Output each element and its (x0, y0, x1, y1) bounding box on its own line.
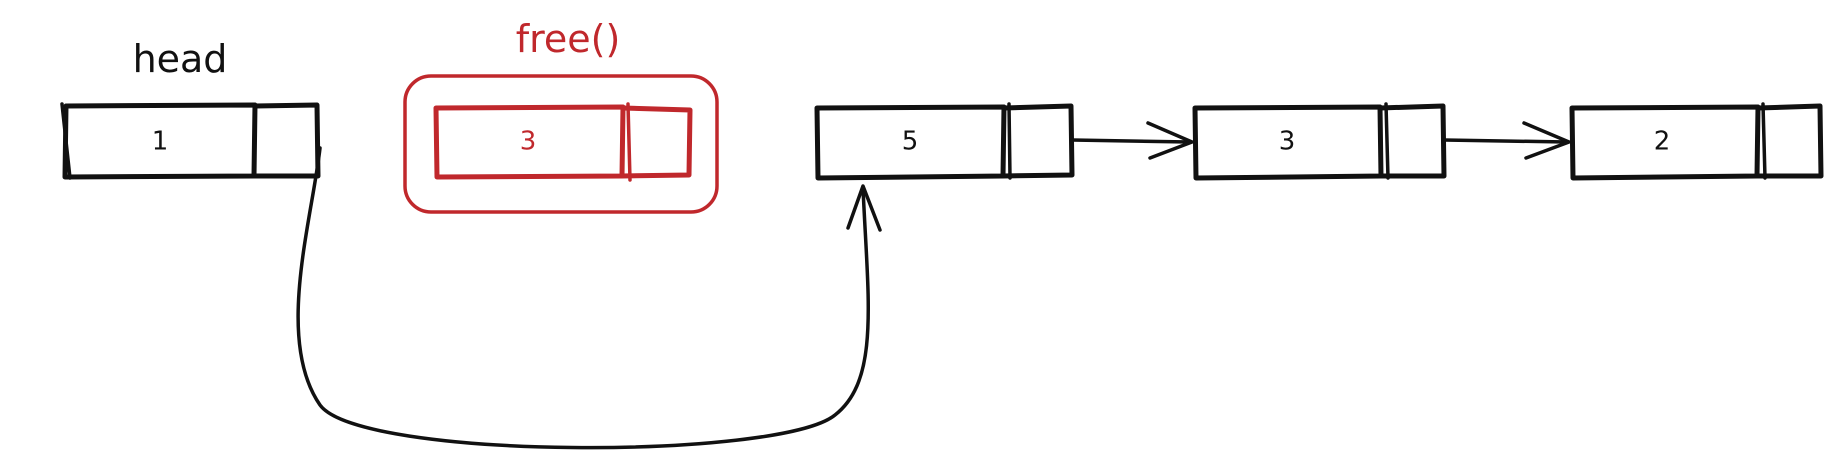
node-3-value: 3 (1279, 127, 1296, 157)
freed-node-pointer-cell (619, 105, 693, 179)
freed-node-value: 3 (520, 127, 537, 157)
arrow-node5-to-node3 (1070, 121, 1194, 160)
list-node-3: 3 (1192, 102, 1447, 181)
freed-node-highlight (403, 74, 719, 214)
list-node-5: 5 (814, 102, 1075, 181)
node-5-value: 5 (902, 127, 919, 157)
node-2-pointer-cell (1754, 103, 1824, 179)
node-5-pointer-cell (1000, 103, 1075, 179)
list-node-2: 2 (1569, 102, 1824, 181)
node-1-value: 1 (152, 127, 169, 157)
node-2-value: 2 (1654, 127, 1671, 157)
free-label: free() (516, 17, 621, 61)
node-1-pointer-cell (251, 102, 321, 179)
head-label: head (133, 37, 228, 81)
list-node-1: 1 (60, 102, 321, 180)
arrow-head-to-node5 (296, 146, 882, 450)
freed-node: 3 (403, 74, 719, 214)
arrow-node3-to-node2 (1442, 121, 1571, 160)
node-3-pointer-cell (1377, 103, 1447, 179)
